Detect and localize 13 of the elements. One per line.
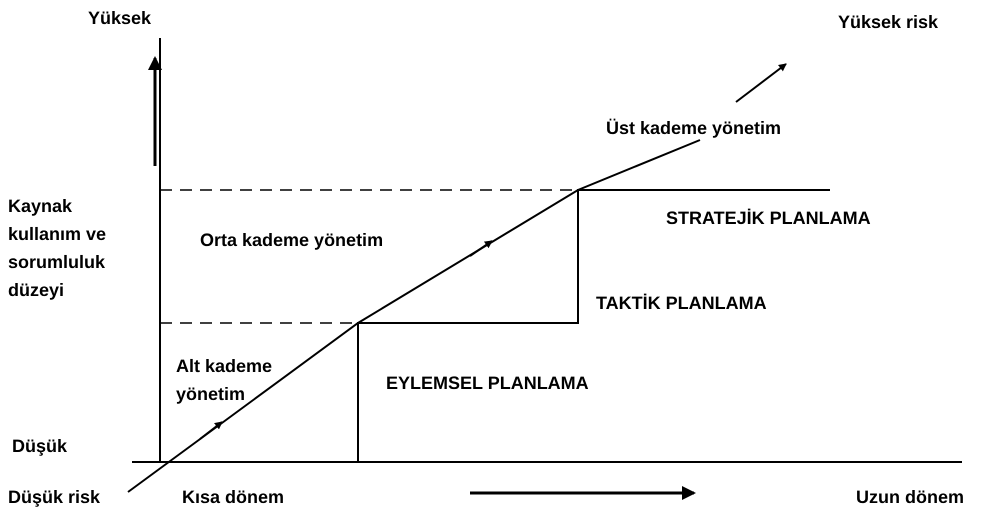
axis-label: Orta kademe yönetim [200, 229, 384, 252]
axis-label: Üst kademe yönetim [606, 117, 782, 140]
axis-label: Kısa dönem [182, 486, 284, 509]
axis-label: Düşük [12, 435, 68, 458]
axis-label: Yüksek risk [838, 11, 938, 34]
axis-label: Uzun dönem [856, 486, 964, 509]
axis-label: TAKTİK PLANLAMA [596, 292, 767, 315]
axis-label: STRATEJİK PLANLAMA [666, 207, 871, 230]
axis-label: Yüksek [88, 7, 152, 30]
axis-label: EYLEMSEL PLANLAMA [386, 372, 589, 395]
axis-label: Düşük risk [8, 486, 100, 509]
axis-label: Alt kademe yönetim [176, 355, 274, 406]
axis-label: Kaynak kullanım ve sorumluluk düzeyi [8, 195, 108, 302]
